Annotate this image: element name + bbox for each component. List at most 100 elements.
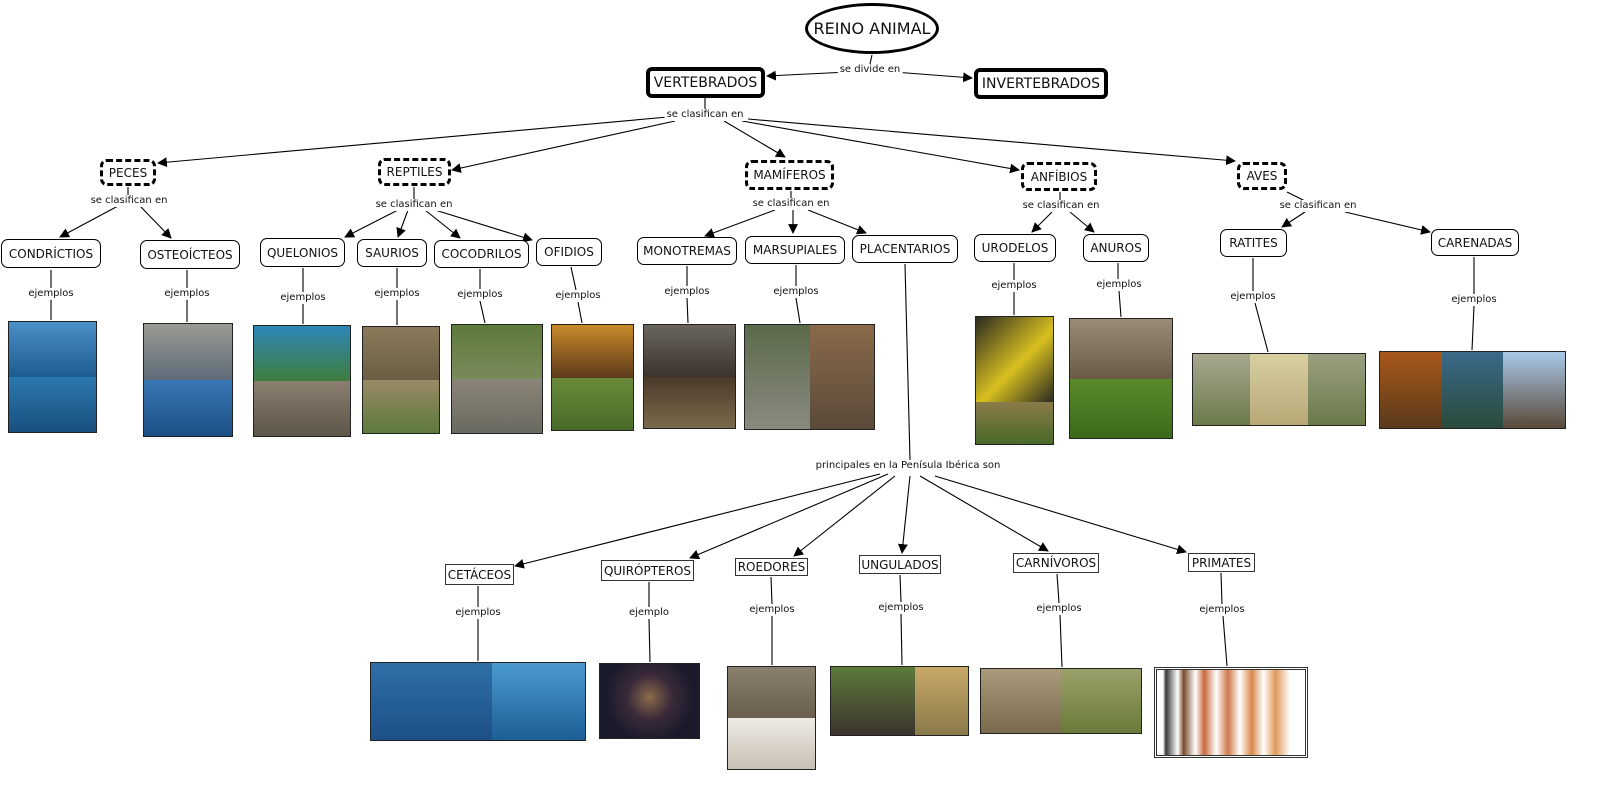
line-connector bbox=[1056, 573, 1060, 604]
label-ejemplos: ejemplos bbox=[553, 290, 603, 302]
node-osteoicteos[interactable]: OSTEOÍCTEOS bbox=[140, 240, 240, 269]
label-ejemplos: ejemplos bbox=[771, 286, 821, 298]
label-ejemplos: ejemplos bbox=[26, 288, 76, 300]
arrow-connector bbox=[59, 205, 119, 238]
lizard-photo bbox=[362, 326, 440, 434]
line-connector bbox=[1222, 615, 1228, 667]
label-ejemplos: ejemplos bbox=[747, 604, 797, 616]
node-ofidios[interactable]: OFIDIOS bbox=[536, 238, 602, 266]
salamander-photo bbox=[975, 316, 1054, 445]
arrow-connector bbox=[934, 475, 1187, 555]
platypus-echidna-photo bbox=[643, 324, 736, 429]
label-se-clasifican-peces: se clasifican en bbox=[88, 195, 170, 207]
node-reptiles[interactable]: REPTILES bbox=[378, 158, 451, 186]
label-ejemplos: ejemplos bbox=[453, 607, 503, 619]
arrow-connector bbox=[434, 209, 533, 243]
line-connector bbox=[1471, 305, 1475, 351]
arrow-connector bbox=[1344, 211, 1431, 235]
node-vertebrados[interactable]: VERTEBRADOS bbox=[646, 67, 765, 98]
node-carnivoros[interactable]: CARNÍVOROS bbox=[1013, 553, 1099, 573]
label-ejemplos: ejemplos bbox=[1094, 279, 1144, 291]
arrow-connector bbox=[807, 209, 867, 235]
node-cocodrilos[interactable]: COCODRILOS bbox=[434, 240, 529, 268]
node-anuros[interactable]: ANUROS bbox=[1083, 234, 1149, 262]
line-connector bbox=[869, 54, 873, 65]
arrow-connector bbox=[793, 475, 896, 557]
arrow-connector bbox=[893, 71, 973, 83]
koala-kangaroo-photo bbox=[744, 324, 875, 430]
node-aves[interactable]: AVES bbox=[1237, 162, 1287, 190]
arrow-connector bbox=[897, 475, 911, 554]
arrow-connector bbox=[689, 473, 889, 560]
node-reino-animal[interactable]: REINO ANIMAL bbox=[805, 3, 939, 54]
node-urodelos[interactable]: URODELOS bbox=[974, 234, 1056, 262]
arrow-connector bbox=[919, 475, 1049, 552]
line-connector bbox=[570, 266, 577, 291]
line-connector bbox=[577, 301, 583, 324]
line-connector bbox=[1286, 191, 1306, 202]
node-ratites[interactable]: RATITES bbox=[1220, 229, 1287, 257]
whale-dolphin-photo bbox=[370, 662, 586, 741]
node-condrictios[interactable]: CONDRÍCTIOS bbox=[1, 239, 101, 268]
arrow-connector bbox=[766, 70, 849, 81]
line-connector bbox=[899, 574, 902, 603]
node-placentarios[interactable]: PLACENTARIOS bbox=[852, 235, 958, 263]
node-quiropteros[interactable]: QUIRÓPTEROS bbox=[601, 560, 694, 581]
label-principales: principales en la Penísula Ibérica son bbox=[813, 460, 1003, 472]
arrow-connector bbox=[704, 209, 776, 238]
node-ungulados[interactable]: UNGULADOS bbox=[859, 555, 941, 574]
node-roedores[interactable]: ROEDORES bbox=[735, 558, 808, 576]
label-ejemplos: ejemplos bbox=[989, 280, 1039, 292]
arrow-connector bbox=[1031, 211, 1053, 233]
turtle-photo bbox=[253, 325, 351, 437]
node-cetaceos[interactable]: CETÁCEOS bbox=[445, 564, 514, 585]
line-connector bbox=[479, 300, 486, 324]
boar-deer-photo bbox=[830, 666, 969, 736]
arrow-connector bbox=[741, 120, 1020, 174]
label-ejemplos: ejemplos bbox=[876, 602, 926, 614]
arrow-connector bbox=[1281, 211, 1306, 228]
node-invertebrados[interactable]: INVERTEBRADOS bbox=[974, 68, 1108, 99]
node-mamiferos[interactable]: MAMÍFEROS bbox=[745, 160, 834, 190]
node-carenadas[interactable]: CARENADAS bbox=[1431, 229, 1519, 256]
label-se-clasifican-reptiles: se clasifican en bbox=[373, 199, 455, 211]
label-se-divide-en: se divide en bbox=[837, 64, 903, 76]
node-quelonios[interactable]: QUELONIOS bbox=[260, 238, 345, 267]
label-se-clasifican-vertebrados: se clasifican en bbox=[664, 109, 746, 121]
lynx-wolf-photo bbox=[980, 668, 1142, 734]
node-marsupiales[interactable]: MARSUPIALES bbox=[745, 236, 845, 264]
label-ejemplos: ejemplos bbox=[1228, 291, 1278, 303]
label-se-clasifican-mamiferos: se clasifican en bbox=[750, 198, 832, 210]
arrow-connector bbox=[344, 209, 399, 238]
line-connector bbox=[686, 297, 689, 324]
node-monotremas[interactable]: MONOTREMAS bbox=[637, 237, 737, 265]
node-saurios[interactable]: SAURIOS bbox=[357, 239, 427, 267]
arrow-connector bbox=[1069, 211, 1095, 233]
label-ejemplo: ejemplo bbox=[626, 607, 672, 619]
label-ejemplos: ejemplos bbox=[662, 286, 712, 298]
label-se-clasifican-aves: se clasifican en bbox=[1277, 200, 1359, 212]
arrow-connector bbox=[451, 120, 676, 173]
label-ejemplos: ejemplos bbox=[372, 288, 422, 300]
crocodile-photo bbox=[451, 324, 543, 434]
line-connector bbox=[1118, 290, 1122, 318]
arrow-connector bbox=[747, 118, 1236, 166]
node-anfibios[interactable]: ANFÍBIOS bbox=[1021, 162, 1097, 191]
snake-photo bbox=[551, 324, 634, 431]
line-connector bbox=[1220, 572, 1223, 605]
arrow-connector bbox=[723, 120, 786, 158]
line-connector bbox=[795, 297, 801, 324]
node-primates[interactable]: PRIMATES bbox=[1188, 553, 1255, 572]
label-ejemplos: ejemplos bbox=[455, 289, 505, 301]
line-connector bbox=[904, 263, 911, 461]
bat-photo bbox=[599, 663, 700, 739]
label-ejemplos: ejemplos bbox=[1449, 294, 1499, 306]
line-connector bbox=[900, 613, 903, 666]
bony-fish-photo bbox=[143, 323, 233, 437]
arrow-connector bbox=[424, 209, 461, 239]
label-se-clasifican-anfibios: se clasifican en bbox=[1020, 200, 1102, 212]
label-ejemplos: ejemplos bbox=[162, 288, 212, 300]
node-peces[interactable]: PECES bbox=[100, 159, 156, 186]
